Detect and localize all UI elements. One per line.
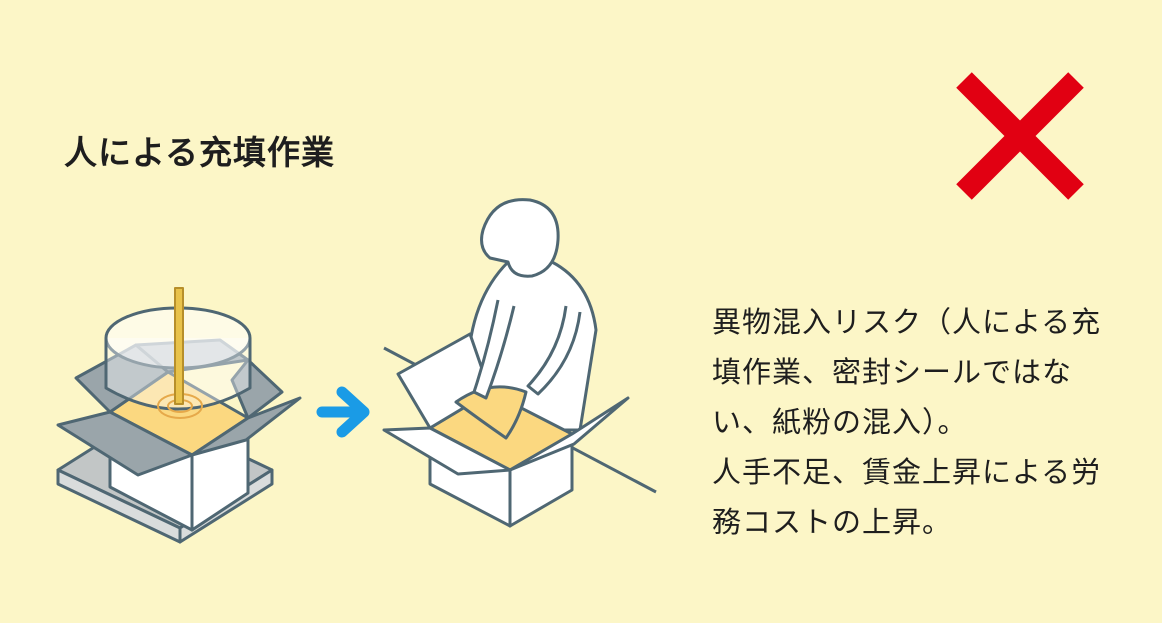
description-line: 務コストの上昇。 — [712, 505, 953, 539]
description-line: 異物混入リスク（人による充 — [712, 305, 1102, 339]
machine-filling-box — [56, 287, 302, 544]
description-line: 填作業、密封シールではな — [712, 355, 1073, 389]
manual-filling-box — [382, 198, 657, 528]
arrow-right-icon — [316, 386, 370, 438]
cross-icon — [956, 72, 1084, 200]
description-text: 異物混入リスク（人による充 填作業、密封シールではな い、紙粉の混入）。 人手不… — [712, 297, 1132, 547]
page-title: 人による充填作業 — [64, 133, 336, 172]
description-line: 人手不足、賃金上昇による労 — [712, 455, 1102, 489]
description-line: い、紙粉の混入）。 — [712, 405, 968, 439]
